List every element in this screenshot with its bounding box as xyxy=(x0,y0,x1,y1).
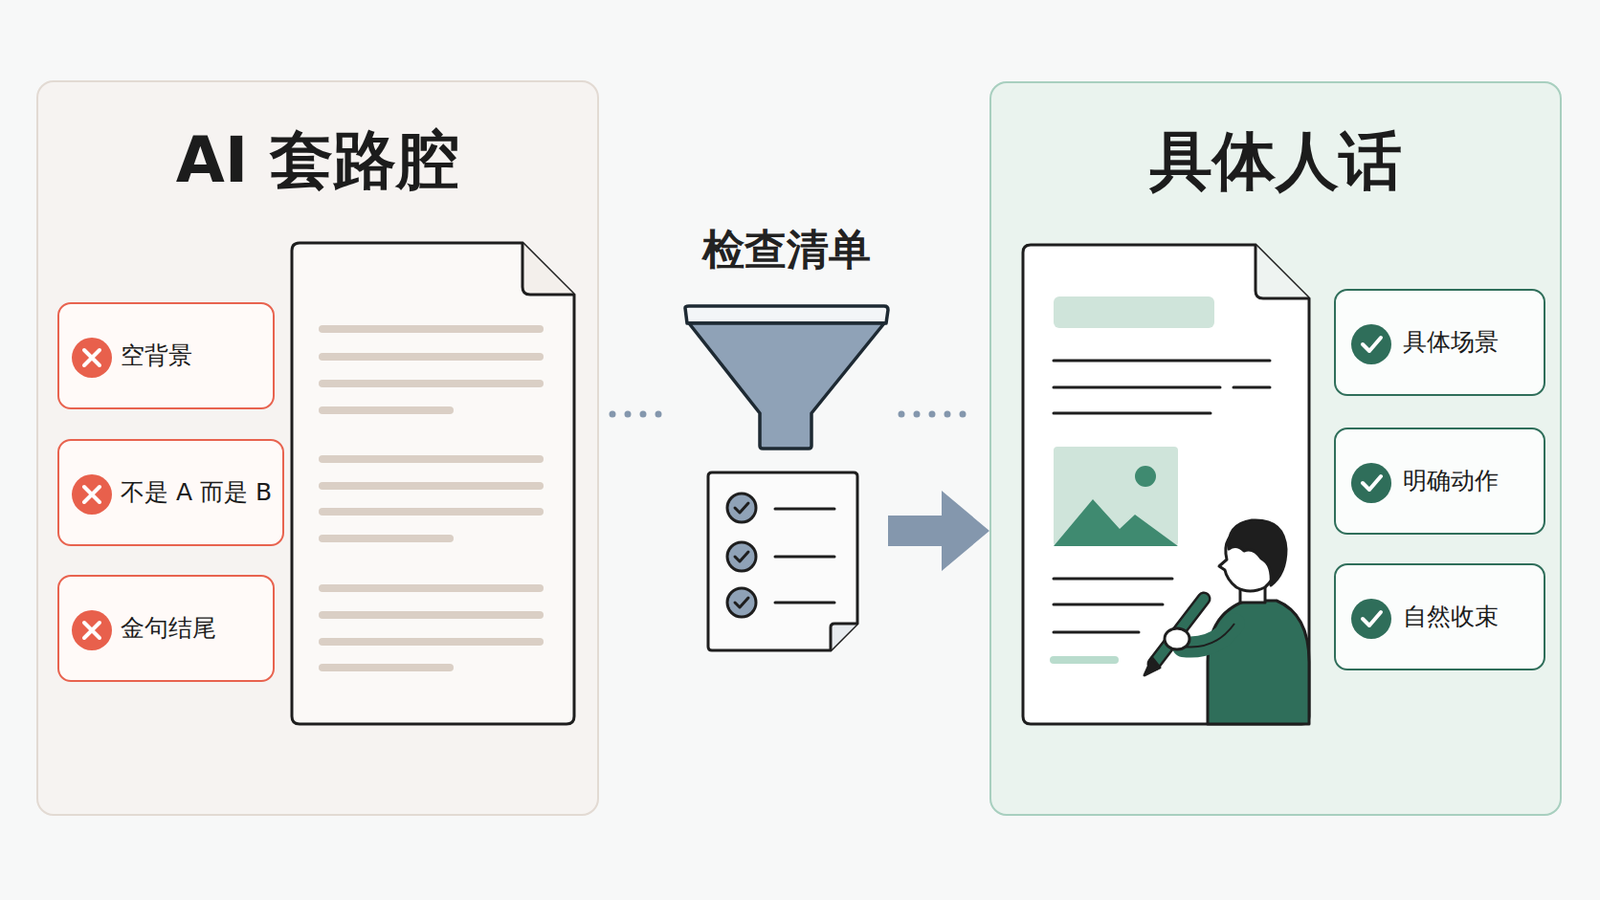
check-mark xyxy=(1362,337,1381,352)
plain-document xyxy=(291,243,575,725)
dotted-connector xyxy=(901,411,977,419)
right-panel-ground xyxy=(989,81,1562,817)
panel-title: 具体人话 xyxy=(991,125,1560,199)
check-icon xyxy=(1335,429,1403,537)
cross-icon xyxy=(59,304,127,412)
item-label: 具体场景 xyxy=(1402,328,1499,357)
dotted-connector xyxy=(612,411,672,419)
problem-item-box: 金句结尾 xyxy=(57,575,275,683)
result-panel: 具体人话具体场景明确动作自然收束 xyxy=(989,81,1562,817)
cross-circle xyxy=(71,337,112,378)
item-label: 自然收束 xyxy=(1402,602,1499,632)
fix-item-box: 具体场景 xyxy=(1333,288,1546,397)
item-label: 不是 A 而是 B xyxy=(120,478,272,508)
fix-item-box: 自然收束 xyxy=(1333,563,1546,671)
left-panel-ground xyxy=(36,80,600,817)
cross-mark xyxy=(84,487,100,503)
check-circle xyxy=(1351,599,1392,640)
checklist-filter: 检查清单 xyxy=(685,222,889,653)
item-label: 金句结尾 xyxy=(120,614,217,644)
problem-item-box: 不是 A 而是 B xyxy=(57,439,285,547)
block-arrow xyxy=(888,490,990,572)
item-label: 明确动作 xyxy=(1402,466,1499,496)
writer-figure xyxy=(1144,520,1310,725)
problem-panel: AI 套路腔空背景不是 A 而是 B 金句结尾 xyxy=(36,80,600,817)
cross-circle xyxy=(71,474,112,515)
panel-title: AI 套路腔 xyxy=(38,124,598,198)
checklist-icon xyxy=(708,472,858,651)
cross-icon xyxy=(59,441,127,549)
check-icon xyxy=(1335,290,1403,399)
fix-item-box: 明确动作 xyxy=(1333,427,1546,535)
check-circle xyxy=(1351,463,1392,504)
check-circle xyxy=(1351,324,1392,365)
cross-circle xyxy=(71,610,112,651)
cross-mark xyxy=(84,350,100,366)
check-mark xyxy=(1362,612,1381,626)
funnel-icon xyxy=(685,306,889,449)
check-icon xyxy=(1335,565,1403,673)
item-label: 空背景 xyxy=(120,341,193,371)
cross-icon xyxy=(59,577,127,685)
panel-title: 检查清单 xyxy=(685,225,889,275)
cross-mark xyxy=(84,622,100,639)
concrete-document xyxy=(1022,244,1310,725)
problem-item-box: 空背景 xyxy=(57,302,275,410)
check-mark xyxy=(1362,476,1381,490)
